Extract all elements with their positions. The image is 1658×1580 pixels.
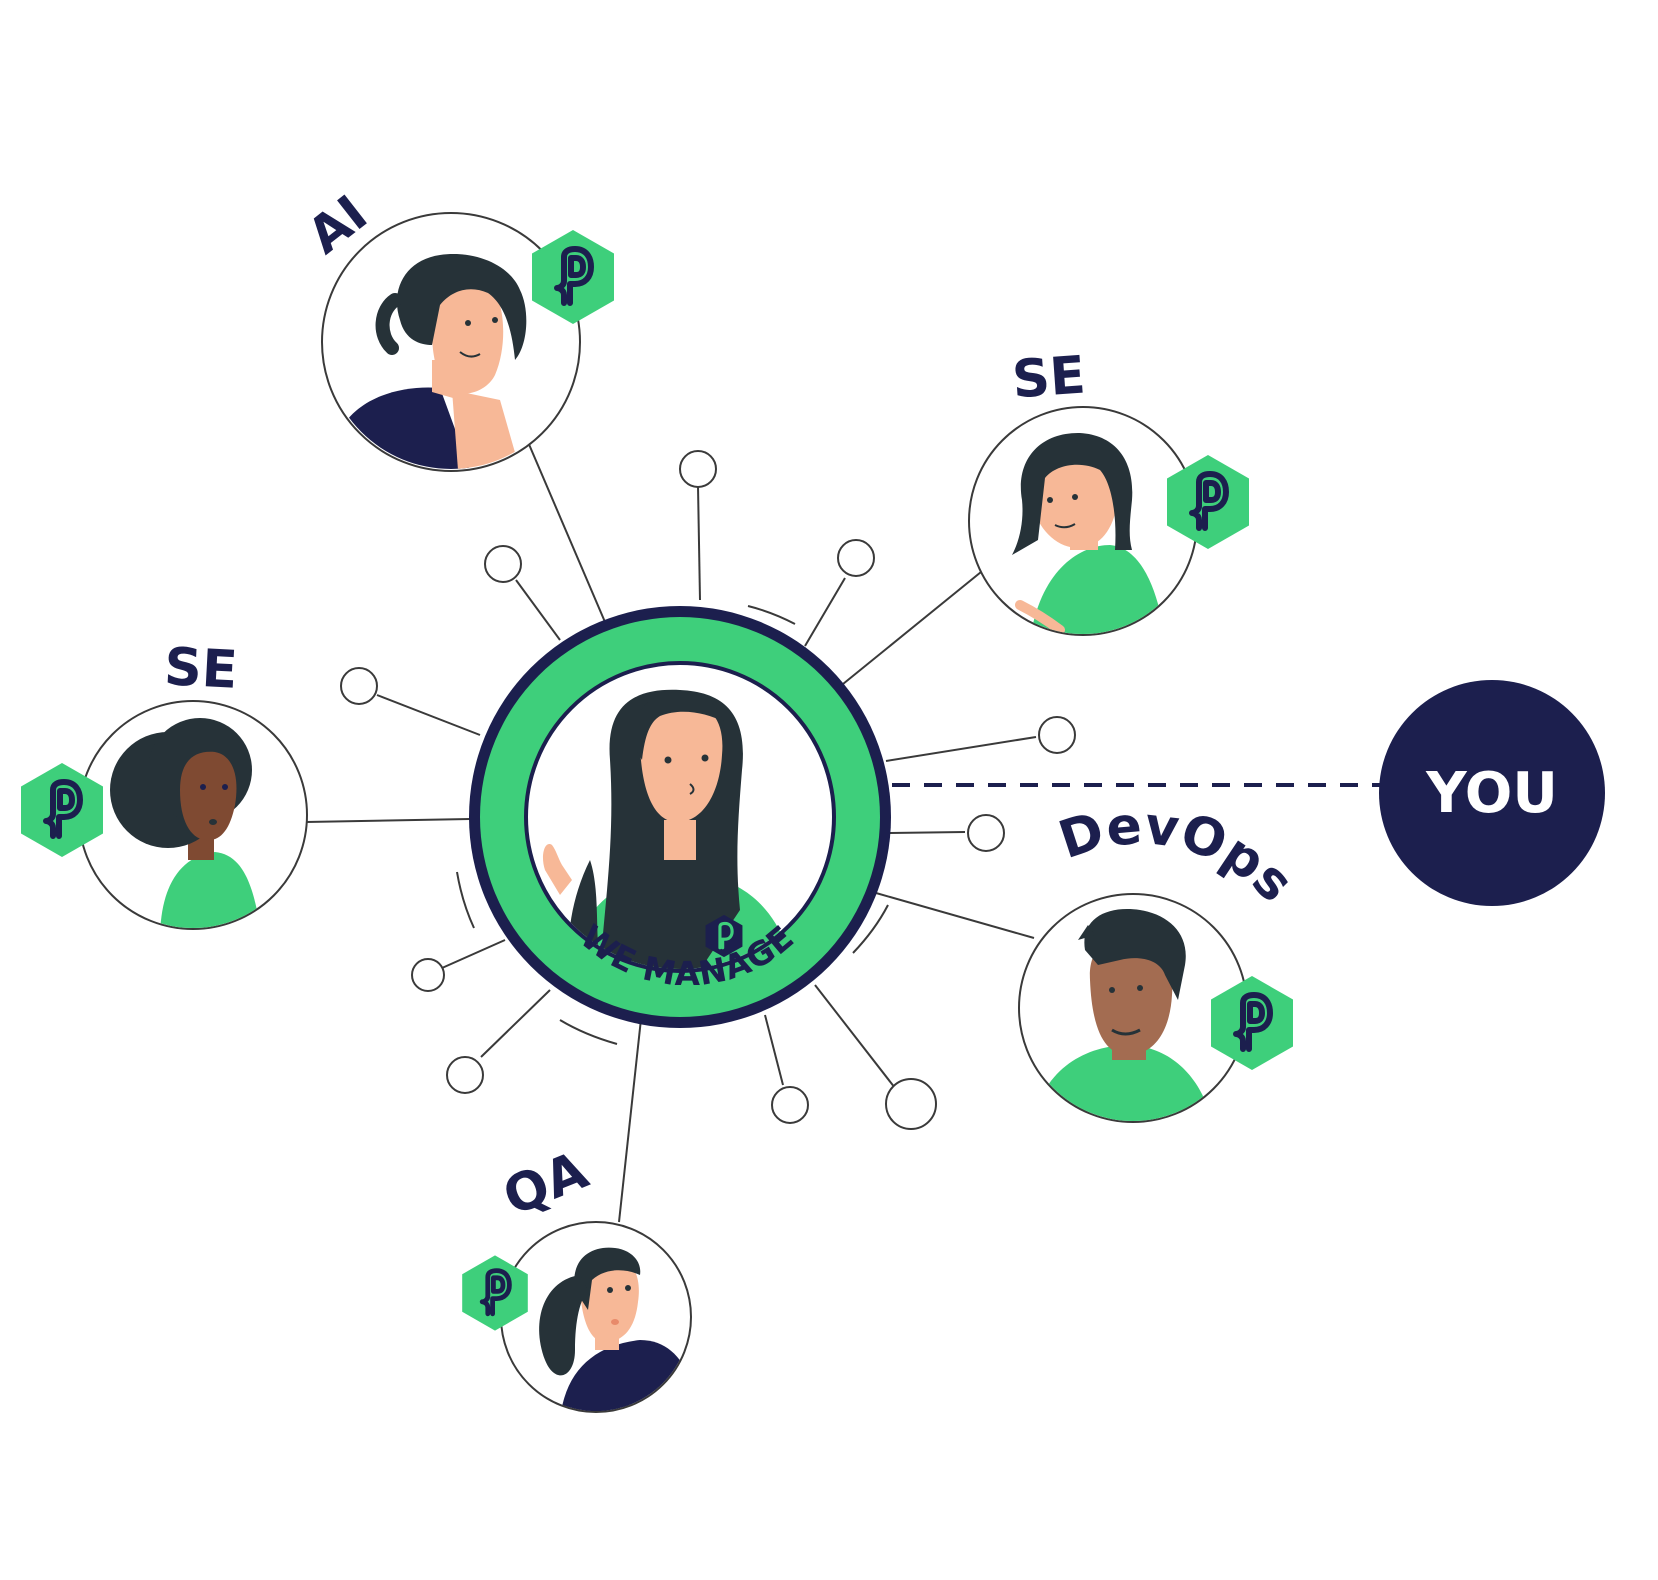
connector-node-icon (771, 1086, 809, 1124)
connector-line-node (480, 989, 551, 1058)
you-node: YOU (1379, 680, 1605, 906)
connector-line-node (889, 831, 966, 834)
team-member-se-left: SE (21, 637, 308, 930)
connector-line-qa (618, 1018, 642, 1223)
connector-line-node (814, 984, 896, 1089)
connector-line-node (376, 694, 481, 736)
connector-line-devops (875, 892, 1035, 939)
connector-node-icon (484, 545, 522, 583)
team-member-qa: QA (462, 1141, 692, 1413)
connector-line-node (885, 736, 1037, 762)
connector-node-icon (967, 814, 1005, 852)
connector-line-node (764, 1014, 784, 1086)
role-label-se-left: SE (163, 637, 239, 701)
connector-node-icon (340, 667, 378, 705)
motion-arcs-decoration (456, 605, 889, 1045)
connector-line-node (515, 579, 561, 641)
connector-node-icon (446, 1056, 484, 1094)
center-hub: WE MANAGE (469, 606, 891, 1028)
connector-line-node (697, 485, 701, 601)
center-badge-logo-icon (705, 914, 743, 958)
connector-lines (305, 441, 1037, 1223)
connector-line-node (804, 577, 846, 647)
role-label-devops: DevOps (1052, 796, 1305, 914)
se-right-person-illustration (1012, 432, 1165, 634)
connector-line-node (441, 939, 506, 969)
connector-line-se-left (305, 818, 471, 823)
center-person-illustration (542, 689, 795, 969)
connector-line-ai (527, 441, 606, 623)
connector-node-icon (1038, 716, 1076, 754)
connector-nodes (340, 450, 1076, 1130)
role-label-qa: QA (495, 1141, 596, 1228)
connector-node-icon (837, 539, 875, 577)
team-member-devops: DevOps (1018, 796, 1305, 1123)
connector-node-icon (885, 1078, 937, 1130)
connector-line-se-right (842, 571, 982, 685)
team-member-se-right: SE (968, 346, 1249, 636)
se-left-person-illustration (110, 718, 262, 928)
role-label-se-right: SE (1010, 346, 1087, 411)
connector-node-icon (411, 958, 445, 992)
team-member-ai: AI (297, 184, 614, 472)
connector-node-icon (679, 450, 717, 488)
you-label: YOU (1425, 761, 1558, 826)
